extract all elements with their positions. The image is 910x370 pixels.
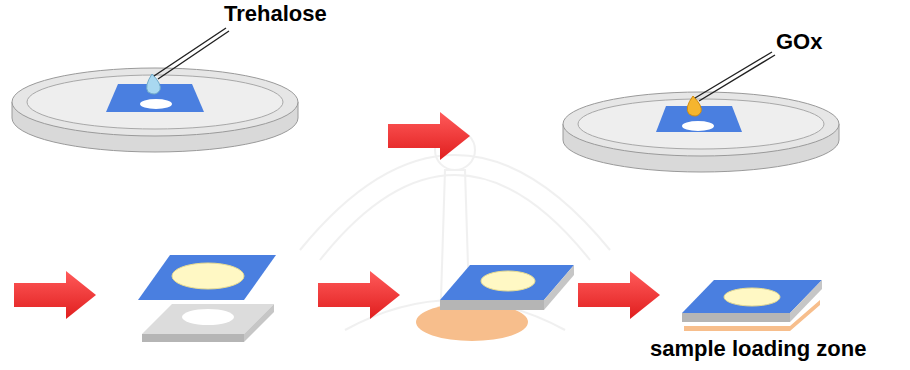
step-arrow [14,112,660,319]
step-label: GOx [776,30,822,54]
paper-device [682,280,822,331]
step-label: Trehalose [224,2,327,26]
watermark [300,130,610,330]
petri-dish [563,52,839,172]
paper-layers [138,255,276,342]
petri-dish [12,28,298,152]
paper-stack [416,265,574,341]
step-label: sample loading zone [650,337,866,361]
